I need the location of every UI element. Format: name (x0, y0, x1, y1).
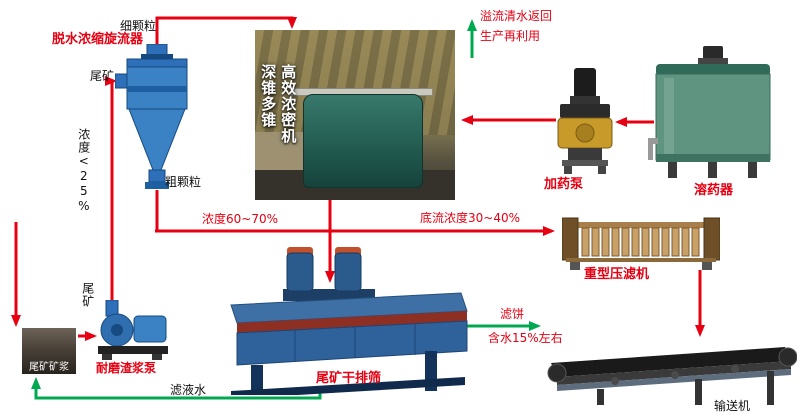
slurry-pond-photo: 尾矿矿浆 (22, 328, 76, 374)
dosing-pump-name-label: 加药泵 (544, 177, 584, 192)
overflow-return-label-2: 生产再利用 (480, 29, 541, 43)
slurry-pond-name-label: 尾矿矿浆 (29, 362, 69, 373)
cyclone-name-label: 脱水浓缩旋流器 (52, 32, 144, 47)
dissolver-name-label: 溶药器 (694, 183, 734, 198)
filter-cake-label: 滤饼 (500, 307, 525, 321)
filtrate-water-label: 滤液水 (170, 383, 207, 397)
feed-concentration-label: 浓度<25% (76, 128, 91, 214)
flow-cyclone-overflow-line (155, 16, 297, 44)
dissolver-device (648, 46, 771, 178)
slurry-pump-name-label: 耐磨渣浆泵 (96, 361, 157, 375)
thickener-name-label-left: 深锥多锥 (259, 64, 278, 128)
fine-particles-label: 细颗粒 (120, 19, 157, 33)
cake-moisture-label: 含水15%左右 (488, 331, 563, 345)
filter-press-name-label: 重型压滤机 (584, 267, 650, 282)
flow-filtrate-return-line (31, 377, 322, 400)
screen-feed-concentration-label: 浓度60~70% (202, 212, 278, 226)
flow-feed-riser-line (105, 76, 117, 300)
conveyor-device (547, 347, 797, 405)
tailings-riser-label: 尾矿 (80, 282, 95, 308)
thickener-tank (303, 94, 423, 188)
coarse-particles-label: 粗颗粒 (165, 175, 202, 189)
thickener-photo: 深锥多锥 高效浓密机 (255, 30, 455, 200)
conveyor-name-label: 输送机 (714, 399, 751, 412)
overflow-return-label-1: 溢流清水返回 (480, 9, 553, 23)
filter-press-device (562, 217, 720, 270)
cyclone-device (115, 44, 188, 189)
tailings-feed-label: 尾矿 (90, 69, 115, 83)
screen-device (230, 247, 468, 395)
screen-name-label: 尾矿干排筛 (316, 371, 382, 386)
dosing-pump-device (557, 68, 613, 174)
thickener-name-label-right: 高效浓密机 (279, 64, 298, 144)
slurry-pump-device (98, 300, 168, 360)
thickener-underflow-concentration-label: 底流浓度30~40% (420, 211, 520, 225)
